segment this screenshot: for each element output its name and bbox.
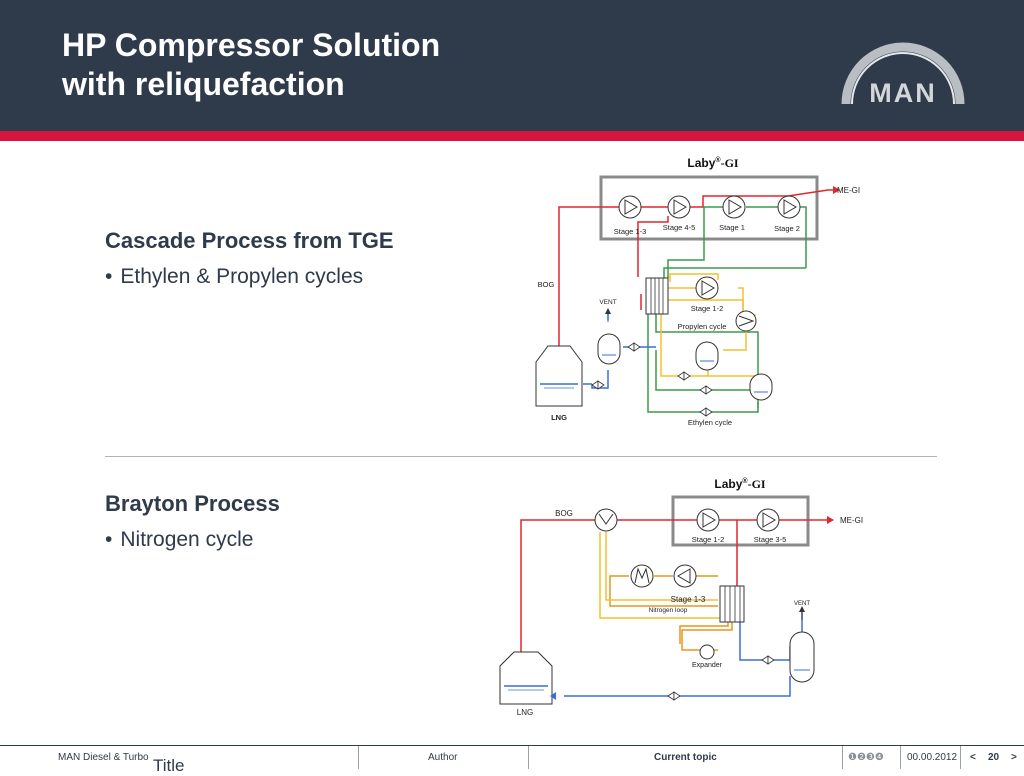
brayton-bullet: •Nitrogen cycle	[105, 528, 254, 551]
footer-company: MAN Diesel & Turbo	[58, 752, 149, 763]
brayton-laby-title: Laby®-GI	[714, 477, 766, 491]
brayton-nitrogen-loop-label: Nitrogen loop	[649, 607, 688, 614]
cascade-lng-tank	[535, 345, 583, 407]
cascade-stage-2-label: Stage 2	[774, 224, 800, 233]
cascade-stage-1-2-label: Stage 1-2	[691, 304, 724, 313]
cascade-stage-4-5-label: Stage 4-5	[663, 223, 696, 232]
cascade-vent-separator	[597, 333, 621, 365]
brayton-vent-label: VENT	[794, 601, 810, 607]
slide-header	[0, 0, 1024, 131]
cascade-vent-label: VENT	[599, 299, 616, 306]
brayton-stage-3-5-label: Stage 3-5	[754, 535, 787, 544]
footer-separator	[842, 746, 843, 769]
brayton-bullet-text: Nitrogen cycle	[120, 528, 254, 551]
brayton-valve	[761, 655, 769, 665]
brayton-vent-separator	[789, 631, 815, 683]
cascade-bog-label: BOG	[538, 280, 555, 289]
brayton-vent-arrow	[799, 606, 805, 612]
cascade-propylen-cycle-label: Propylen cycle	[678, 322, 727, 331]
footer-separator	[358, 746, 359, 769]
brayton-bog-line	[520, 519, 595, 652]
cascade-stage-1-label: Stage 1	[719, 223, 745, 232]
cascade-condenser	[735, 310, 757, 332]
brayton-bog-label: BOG	[555, 509, 573, 518]
brayton-lng-label: LNG	[517, 708, 533, 717]
footer-title-placeholder: Title	[153, 756, 185, 775]
brayton-heat-exchanger	[719, 585, 745, 623]
logo-text: MAN	[869, 78, 937, 108]
cascade-bullet-text: Ethylen & Propylen cycles	[120, 265, 364, 288]
cascade-me-gi-arrow	[833, 186, 840, 194]
brayton-expander	[699, 644, 715, 660]
footer-date: 00.00.2012	[907, 752, 958, 763]
footer-separator	[960, 746, 961, 769]
brayton-cooler	[630, 564, 654, 588]
cascade-valve	[627, 342, 635, 352]
brayton-laby-gi-frame	[671, 495, 810, 547]
footer-separator	[900, 746, 901, 769]
brayton-stage-1-2-label: Stage 1-2	[692, 535, 725, 544]
footer-current-topic: Current topic	[654, 752, 717, 763]
slide-title: HP Compressor Solution with reliquefacti…	[62, 26, 440, 104]
cascade-bullet: •Ethylen & Propylen cycles	[105, 265, 364, 288]
brayton-process-diagram: Laby®-GI ME-GI BOG	[499, 477, 863, 717]
footer-separator	[528, 746, 529, 769]
cascade-valve	[699, 407, 707, 417]
brayton-heading: Brayton Process	[105, 491, 280, 516]
cascade-stage-1-3-label: Stage 1-3	[614, 227, 647, 236]
cascade-bog-line	[558, 206, 619, 353]
cascade-heading: Cascade Process from TGE	[105, 228, 394, 253]
cascade-heat-exchanger	[645, 277, 669, 315]
footer-next-button[interactable]: >	[1011, 752, 1017, 763]
brayton-me-gi-arrow	[827, 516, 834, 524]
cascade-process-diagram: Laby®-GI ME-GI	[535, 156, 860, 427]
cascade-vent-arrow	[605, 308, 611, 314]
brayton-valve	[667, 691, 675, 701]
footer-page-number: 20	[988, 752, 1000, 763]
brayton-stage-1-3-label: Stage 1-3	[671, 595, 706, 604]
section-divider	[105, 456, 937, 457]
man-logo: MAN	[841, 42, 965, 108]
brayton-lng-tank	[499, 651, 553, 705]
cascade-ethylen-receiver	[749, 373, 773, 401]
slide-title-line2: with reliquefaction	[62, 66, 345, 102]
cascade-propylen-receiver	[695, 341, 719, 371]
footer-prev-button[interactable]: <	[970, 752, 976, 763]
footer-author: Author	[428, 752, 458, 763]
header-accent-bar	[0, 131, 1024, 141]
brayton-expander-label: Expander	[692, 662, 723, 669]
cascade-me-gi-label: ME-GI	[837, 186, 860, 195]
cascade-valve	[677, 371, 685, 381]
slide-title-line1: HP Compressor Solution	[62, 27, 441, 63]
cascade-valve	[699, 385, 707, 395]
slide-footer: MAN Diesel & Turbo Author Current topic …	[0, 745, 1024, 769]
cascade-ethylen-cycle-label: Ethylen cycle	[688, 418, 732, 427]
cascade-lng-label: LNG	[551, 413, 567, 422]
brayton-bog-heater	[594, 508, 618, 532]
cascade-laby-title: Laby®-GI	[687, 156, 739, 170]
brayton-me-gi-label: ME-GI	[840, 516, 863, 525]
footer-chapter-markers[interactable]: ❶❷❸❹	[848, 752, 884, 763]
